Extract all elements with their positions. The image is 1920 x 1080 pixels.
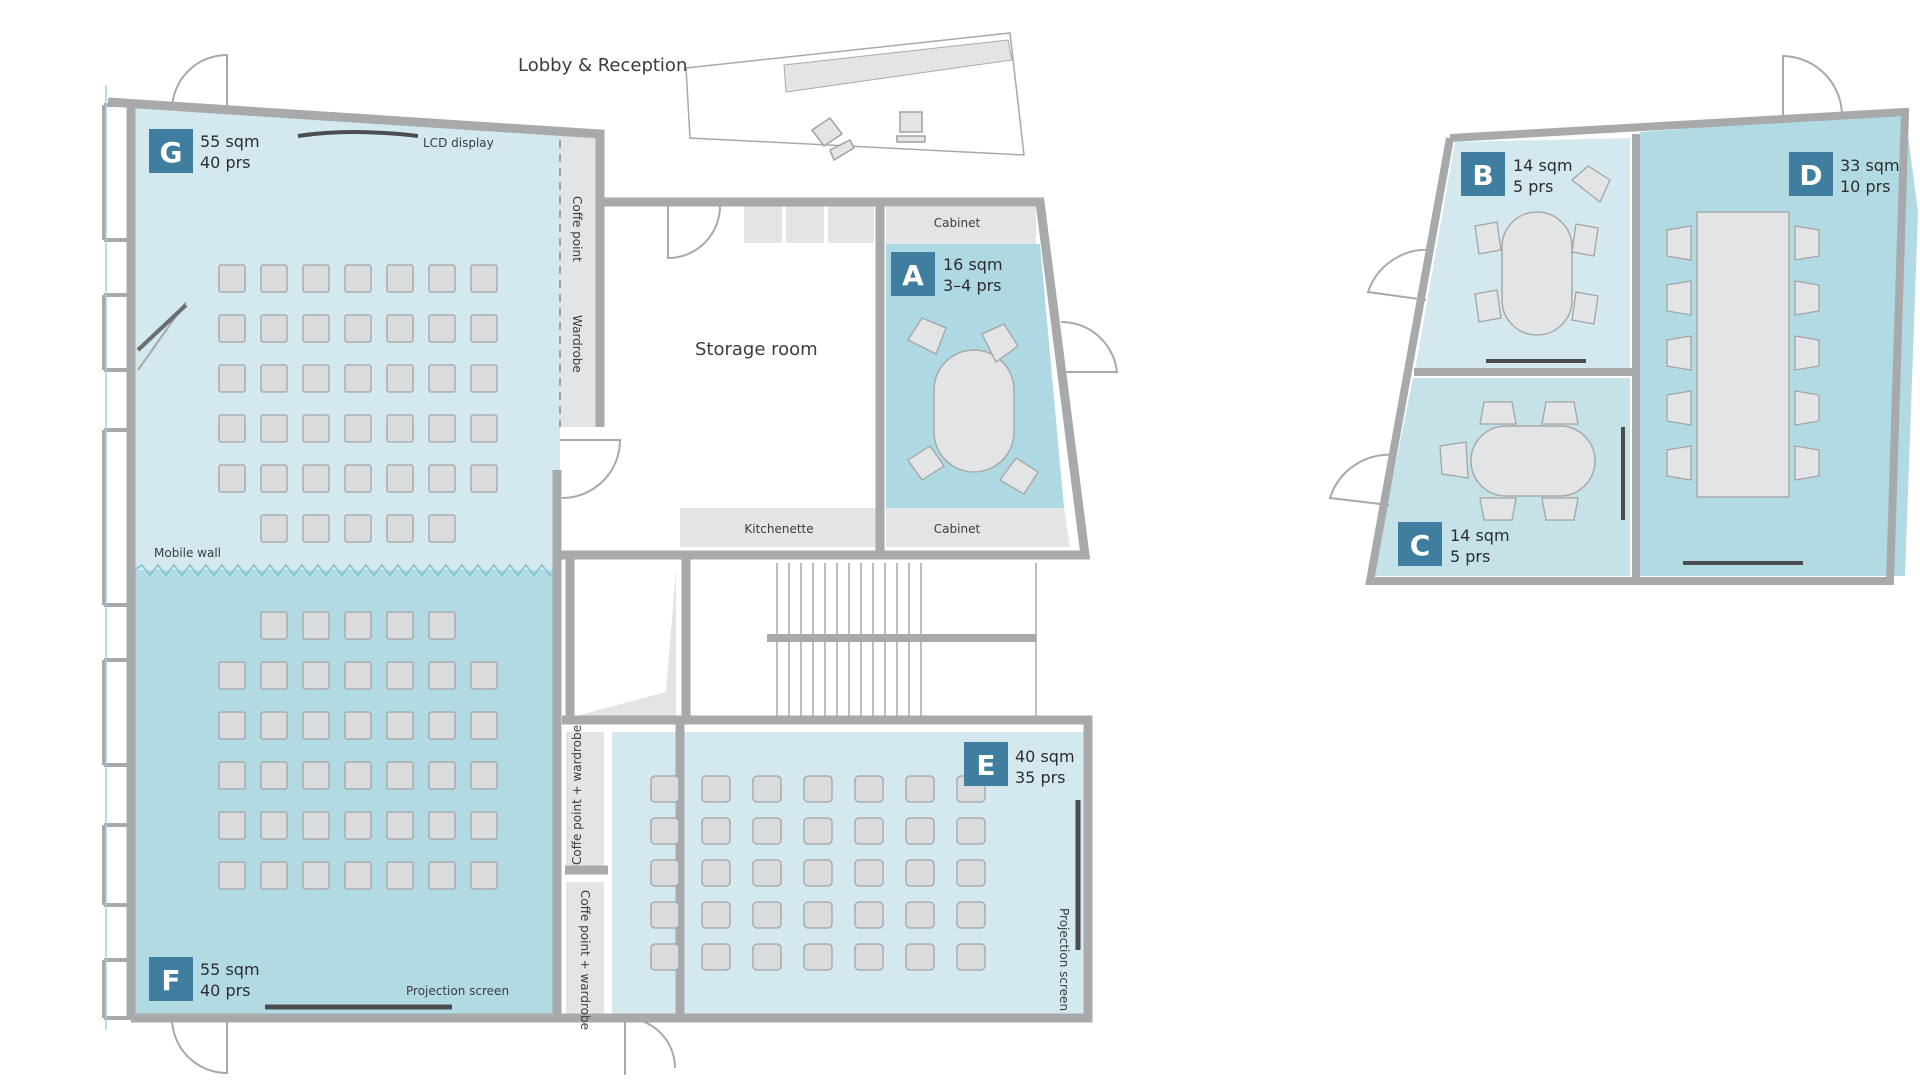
room-b-capacity-label: 5 prs [1513,177,1553,196]
chair-row [218,314,498,343]
chair-row [218,661,498,690]
reception-counter [783,39,1013,93]
room-c-area-label: 14 sqm [1450,526,1510,545]
walls-left-building [107,97,1093,1023]
chair-row [218,761,498,790]
lcd-display-bar [297,130,419,138]
room-f-area-label: 55 sqm [200,960,260,979]
chairs-room-c [1439,401,1579,521]
chair-row [650,817,986,845]
coffe-point-label: Coffe point [570,196,584,262]
room-e-area-label: 40 sqm [1015,747,1075,766]
room-d-area-label: 33 sqm [1840,156,1900,175]
room-g-capacity-label: 40 prs [200,153,251,172]
room-d-capacity-label: 10 prs [1840,177,1891,196]
chair-row [218,264,498,293]
room-e-capacity-label: 35 prs [1015,768,1066,787]
chair-row [218,464,498,493]
badge-room-f[interactable]: F 55 sqm 40 prs [149,957,260,1001]
chairs-room-f [218,611,498,890]
table-room-d [1696,211,1790,498]
chair-row [650,901,986,929]
chair-row [650,943,986,971]
chairs-room-d [1666,225,1820,481]
chair-row [218,811,498,840]
coffe-wardrobe-e2 [566,882,604,1015]
chair-row [260,514,456,543]
chair-row [650,859,986,887]
coffe-wardrobe-g [560,137,596,427]
table-room-c [1470,425,1596,497]
projection-screen-e-label: Projection screen [1057,908,1071,1011]
cabinet-bottom-label: Cabinet [934,522,981,536]
chair-row [218,711,498,740]
room-c-capacity-label: 5 prs [1450,547,1490,566]
walls-right-building [1365,107,1910,585]
table-room-a [933,349,1015,473]
ramp-shade [576,570,676,716]
storage-room-label: Storage room [695,339,818,360]
coffe-wardrobe-label-2: Coffe point + wardrobe [578,890,592,1030]
mobile-wall-line [133,563,559,577]
svg-text:D: D [1799,159,1822,192]
coffe-wardrobe-label-1: Coffe point + wardrobe [570,725,584,865]
chairs-room-g [218,264,498,543]
window-frames-left [102,103,131,1020]
doors-left[interactable] [137,53,1119,1075]
svg-text:E: E [976,749,995,782]
svg-text:C: C [1410,529,1431,562]
cabinet-top [886,207,1036,244]
chairs-room-e [650,775,986,971]
badge-room-a[interactable]: A 16 sqm 3–4 prs [891,252,1003,296]
room-f-capacity-label: 40 prs [200,981,251,1000]
svg-text:B: B [1472,159,1493,192]
table-room-b [1501,211,1573,336]
doors-right[interactable] [1328,54,1844,506]
chairs-room-b [1474,165,1611,325]
kitchenette-label: Kitchenette [744,522,813,536]
svg-text:F: F [161,964,180,997]
chairs-room-a [907,317,1039,495]
lobby-label: Lobby & Reception [518,55,687,76]
room-f-area[interactable] [134,570,560,1015]
room-g-area-label: 55 sqm [200,132,260,151]
coffe-wardrobe-e1 [566,732,604,872]
chair-row [650,775,986,803]
svg-text:G: G [160,136,183,169]
reception-chairs [810,111,926,162]
badge-room-e[interactable]: E 40 sqm 35 prs [964,742,1075,787]
badge-room-b[interactable]: B 14 sqm 5 prs [1461,152,1573,196]
wardrobe-label: Wardrobe [570,315,584,373]
room-b-area-label: 14 sqm [1513,156,1573,175]
svg-text:A: A [902,259,924,292]
room-a-area-label: 16 sqm [943,255,1003,274]
storage-shelf-2 [786,205,824,243]
chair-row [218,364,498,393]
chair-row [218,414,498,443]
cabinet-bottom [886,508,1070,547]
reception-desk [685,32,1025,156]
badge-room-g[interactable]: G 55 sqm 40 prs [149,129,260,173]
storage-shelf-3 [828,205,874,243]
badge-room-c[interactable]: C 14 sqm 5 prs [1398,522,1510,566]
mobile-door-panel [136,303,188,352]
mobile-wall-label: Mobile wall [154,546,221,560]
chair-row [218,861,498,890]
projection-screen-f-label: Projection screen [406,984,509,998]
chair-row [260,611,456,640]
badge-room-d[interactable]: D 33 sqm 10 prs [1789,152,1900,196]
kitchenette [680,508,876,547]
room-a-capacity-label: 3–4 prs [943,276,1002,295]
lcd-display-label: LCD display [423,136,494,150]
cabinet-top-label: Cabinet [934,216,981,230]
storage-shelf-1 [744,205,782,243]
